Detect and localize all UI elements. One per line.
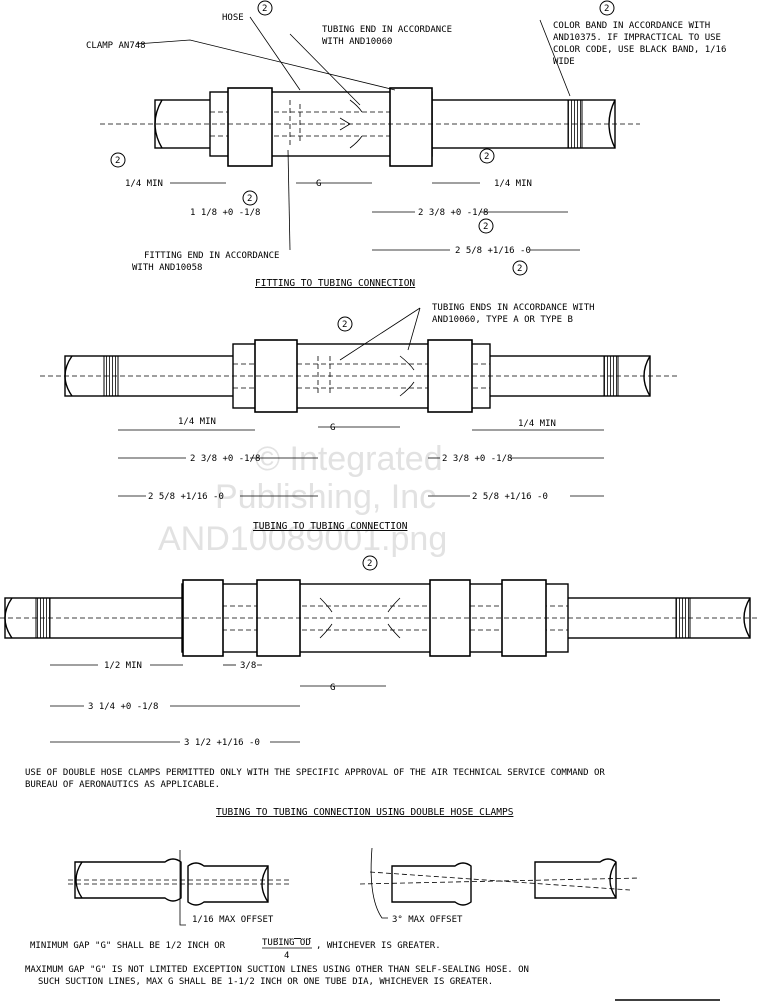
drawing-label: TUBING END IN ACCORDANCE	[322, 25, 452, 35]
drawing-label: WITH AND10058	[132, 263, 202, 273]
drawing-label: AND10060, TYPE A OR TYPE B	[432, 315, 573, 325]
drawing-label: 3 1/2 +1/16 -0	[184, 738, 260, 748]
drawing-label: WITH AND10060	[322, 37, 392, 47]
drawing-stroke	[339, 307, 421, 361]
hose-clamp	[389, 87, 433, 167]
drawing-label: 2 3/8 +0 -1/8	[418, 208, 488, 218]
drawing-stroke	[609, 861, 617, 899]
watermark: © Integrated Publishing, Inc AND10089001…	[158, 440, 447, 558]
drawing-label: SUCH SUCTION LINES, MAX G SHALL BE 1-1/2…	[38, 977, 493, 987]
drawing-label: 3° MAX OFFSET	[392, 915, 463, 925]
drawing-label: G	[330, 683, 335, 693]
drawing-stroke	[478, 218, 494, 234]
drawing-label: G	[330, 423, 335, 433]
tube-end-break	[154, 99, 163, 149]
drawing-label: 4	[284, 951, 289, 961]
drawing-label: TUBING OD	[262, 938, 311, 948]
drawing-label: 1/16 MAX OFFSET	[192, 915, 274, 925]
drawing-stroke	[242, 190, 258, 206]
dimension-line	[369, 871, 631, 891]
fig3-double-hose-clamps: 2 1/2 MIN 3/8 G 3 1/4 +0 -1/8 3 1/2 +1/1…	[0, 555, 760, 818]
drawing-label: 2	[115, 156, 120, 166]
fig1-fitting-to-tubing: 2 2 2 2 2 2 2 HOSE CLAMP AN748 TUBING EN…	[86, 0, 726, 289]
hose-clamp	[256, 579, 301, 657]
drawing-label: 1/2 MIN	[104, 661, 142, 671]
drawing-label: 2 3/8 +0 -1/8	[442, 454, 512, 464]
drawing-stroke	[349, 99, 363, 149]
drawing-label: 2 5/8 +1/16 -0	[472, 492, 548, 502]
drawing-stroke	[399, 355, 415, 397]
drawing-label: G	[316, 179, 321, 189]
drawing-stroke	[362, 555, 378, 571]
drawing-label: 2	[262, 4, 267, 14]
drawing-label: 3 1/4 +0 -1/8	[88, 702, 158, 712]
drawing-label: 2	[484, 152, 489, 162]
drawing-label: 1/4 MIN	[518, 419, 556, 429]
drawing-stroke	[289, 33, 361, 106]
drawing-stroke	[135, 39, 396, 91]
drawing-label: MINIMUM GAP "G" SHALL BE 1/2 INCH OR	[30, 941, 226, 951]
drawing-label: 2 3/8 +0 -1/8	[190, 454, 260, 464]
notes: MINIMUM GAP "G" SHALL BE 1/2 INCH OR TUB…	[25, 938, 720, 1001]
drawing-label: 1/4 MIN	[125, 179, 163, 189]
drawing-stroke	[257, 0, 273, 16]
drawing-label: 1/4 MIN	[178, 417, 216, 427]
drawing-label: TUBING ENDS IN ACCORDANCE WITH	[432, 303, 595, 313]
drawing-stroke	[534, 858, 617, 899]
drawing-stroke	[337, 316, 353, 332]
drawing-label: AND10375. IF IMPRACTICAL TO USE	[553, 33, 721, 43]
drawing-label: © Integrated	[255, 440, 443, 478]
drawing-label: 2	[247, 194, 252, 204]
drawing-label: 3/8	[240, 661, 256, 671]
drawing-label: 1/4 MIN	[494, 179, 532, 189]
drawing-label: MAXIMUM GAP "G" IS NOT LIMITED EXCEPTION…	[25, 965, 529, 975]
drawing-stroke	[512, 260, 528, 276]
drawing-label: FITTING TO TUBING CONNECTION	[255, 278, 415, 289]
offset-sketches: 1/16 MAX OFFSET 3° MAX OFFSET	[68, 847, 641, 926]
drawing-label: TUBING TO TUBING CONNECTION USING DOUBLE…	[216, 807, 514, 818]
drawing-label: Publishing, Inc	[215, 478, 436, 516]
hose-clamp	[227, 87, 273, 167]
fig2-tubing-to-tubing: 2 TUBING ENDS IN ACCORDANCE WITH AND1006…	[40, 303, 680, 532]
drawing-label: 2	[367, 559, 372, 569]
drawing-label: COLOR CODE, USE BLACK BAND, 1/16	[553, 45, 726, 55]
drawing-label: CLAMP AN748	[86, 41, 146, 51]
drawing-label: 2	[517, 264, 522, 274]
drawing-stroke	[249, 16, 301, 91]
drawing-stroke	[599, 0, 615, 16]
drawing-label: 1 1/8 +0 -1/8	[190, 208, 260, 218]
drawing-label: HOSE	[222, 13, 244, 23]
drawing-label: , WHICHEVER IS GREATER.	[316, 941, 441, 951]
drawing-label: 2 5/8 +1/16 -0	[455, 246, 531, 256]
drawing-label: 2	[483, 222, 488, 232]
drawing-label: AND10089001.png	[158, 520, 447, 558]
note-marker: 2 2 2 2 2 2 2	[110, 0, 615, 276]
drawing-label: USE OF DOUBLE HOSE CLAMPS PERMITTED ONLY…	[25, 768, 605, 778]
drawing-stroke	[539, 19, 571, 97]
drawing-label: TUBING TO TUBING CONNECTION	[253, 521, 408, 532]
drawing-label: 2	[604, 4, 609, 14]
drawing-stroke	[110, 152, 126, 168]
drawing-stroke	[391, 862, 472, 906]
drawing-stroke	[179, 850, 186, 926]
drawing-label: 2	[342, 320, 347, 330]
drawing-stroke	[479, 148, 495, 164]
drawing-stroke	[287, 149, 291, 251]
drawing-label: WIDE	[553, 57, 575, 67]
drawing-stroke	[319, 597, 401, 639]
drawing-label: BUREAU OF AERONAUTICS AS APPLICABLE.	[25, 780, 220, 790]
drawing-stroke	[370, 847, 388, 919]
drawing-label: COLOR BAND IN ACCORDANCE WITH	[553, 21, 710, 31]
drawing-label: 2 5/8 +1/16 -0	[148, 492, 224, 502]
drawing-label: FITTING END IN ACCORDANCE	[144, 251, 279, 261]
